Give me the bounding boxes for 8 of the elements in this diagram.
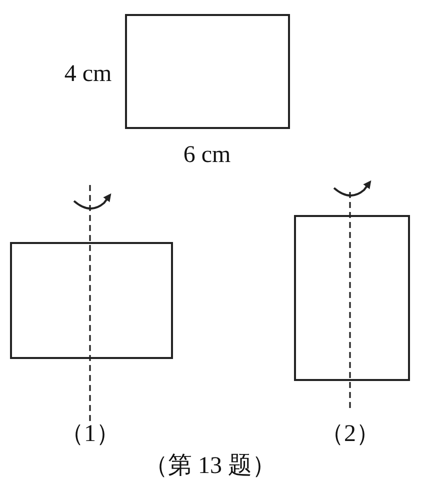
figure-number: （2） (320, 420, 380, 448)
caption: （第 13 题） (144, 452, 276, 480)
dimension-label: 6 cm (183, 141, 231, 169)
dimension-label: 4 cm (64, 60, 112, 88)
figure-number: （1） (60, 420, 120, 448)
rectangle (125, 14, 290, 129)
rectangle (294, 215, 410, 381)
rectangle (10, 242, 173, 359)
